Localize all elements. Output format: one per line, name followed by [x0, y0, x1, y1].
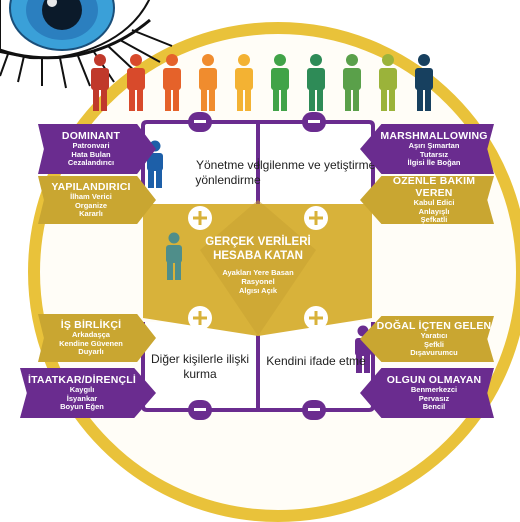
person-icon [343, 54, 361, 111]
quadrant-top-left-label: Yönetme ve yönlendirme [195, 158, 261, 187]
tag-dominant: DOMINANT Patronvari Hata Bulan Cezalandı… [38, 124, 156, 174]
tag-marshmallowing-line-3: İlgisi İle Boğan [407, 158, 461, 168]
center-diamond [200, 200, 316, 336]
tag-dominant-line-2: Hata Bulan [71, 149, 111, 159]
person-teal-icon [166, 232, 182, 280]
tag-is-birligi-line-3: Duyarlı [78, 347, 104, 357]
tag-yapilandirici-title: YAPILANDIRICI [51, 181, 131, 194]
quadrant-bottom-right-label: Kendini ifade etme [266, 354, 366, 368]
tag-ozenle-line-1: Kabul Edici [413, 198, 455, 208]
person-icon [91, 54, 109, 111]
tag-is-birligi-line-2: Kendine Güvenen [59, 338, 123, 348]
tag-marshmallowing-line-2: Tutarsız [419, 149, 449, 159]
tag-olgun-title: OLGUN OLMAYAN [386, 374, 482, 387]
quadrant-bottom-left-label: Diğer kişilerle ilişki kurma [150, 352, 249, 381]
center-title-line-2: HESABA KATAN [213, 249, 303, 262]
tag-marshmallowing: MARSHMALLOWING Aşırı Şımartan Tutarsız İ… [360, 124, 494, 174]
plus-icon [304, 206, 328, 230]
tag-marshmallowing-title: MARSHMALLOWING [380, 130, 488, 143]
panel-top-right [258, 122, 373, 206]
tag-itaatkar-line-1: Kaygılı [69, 385, 95, 395]
tag-ozenle-line-2: Anlayışlı [418, 206, 450, 216]
tag-ozenle-line-3: Şefkatli [420, 215, 448, 225]
tag-dogal-title: DOĞAL İÇTEN GELEN [376, 320, 492, 333]
tag-marshmallowing-line-1: Aşırı Şımartan [408, 141, 460, 151]
tag-itaatkar-line-2: İsyankar [66, 393, 98, 403]
tag-olgun-line-2: Pervasız [418, 393, 450, 403]
person-icon [163, 54, 181, 111]
tag-yapilandirici-line-1: İlham Verici [70, 192, 112, 202]
person-icon [235, 54, 253, 111]
minus-icon [302, 400, 326, 420]
center-label: GERÇEK VERİLERİ HESABA KATAN Ayakları Ye… [183, 236, 333, 296]
center-line-1: Ayakları Yere Basan [222, 267, 294, 277]
center-title-line-1: GERÇEK VERİLERİ [205, 236, 311, 248]
eye-icon [0, 0, 173, 89]
plus-icon [188, 206, 212, 230]
tag-dominant-line-1: Patronvari [72, 141, 110, 151]
tag-itaatkar-title: İTAATKAR/DİRENÇLİ [27, 374, 136, 387]
center-line-2: Rasyonel [241, 276, 275, 286]
tag-dominant-line-3: Cezalandırıcı [67, 158, 115, 168]
person-icon [127, 54, 145, 111]
tag-is-birligi-line-1: Arkadaşça [72, 330, 110, 340]
tag-yapilandirici-line-2: Organize [74, 200, 108, 210]
tag-ozenle-bakim-veren: ÖZENLE BAKIM VEREN Kabul Edici Anlayışlı… [360, 176, 494, 224]
tag-olgun-line-3: Bencil [422, 402, 446, 412]
quadrant-top-right-label: İlgilenme ve yetiştirme [256, 158, 376, 172]
minus-icon [302, 112, 326, 132]
person-icon [415, 54, 433, 111]
tag-dominant-title: DOMINANT [61, 130, 121, 143]
tag-olgun-line-1: Benmerkezci [410, 385, 458, 395]
person-blue-icon [147, 140, 163, 188]
tag-olgun-olmayan: OLGUN OLMAYAN Benmerkezci Pervasız Benci… [360, 368, 494, 418]
plus-icon [304, 306, 328, 330]
tag-yapilandirici: YAPILANDIRICI İlham Verici Organize Kara… [38, 176, 156, 224]
panel-bottom-left [143, 322, 258, 410]
minus-icon [188, 400, 212, 420]
tag-itaatkar: İTAATKAR/DİRENÇLİ Kaygılı İsyankar Boyun… [20, 368, 156, 418]
person-icon [199, 54, 217, 111]
plus-icon [188, 306, 212, 330]
tag-dogal-line-1: Yaratıcı [420, 331, 448, 341]
panel-bottom-right [258, 322, 373, 410]
tag-ozenle-title: ÖZENLE BAKIM VEREN [392, 175, 476, 200]
person-icon [307, 54, 325, 111]
person-icon [379, 54, 397, 111]
tag-is-birligi: İŞ BİRLİKÇİ Arkadaşça Kendine Güvenen Du… [38, 314, 156, 362]
tag-dogal-line-3: Dışavurumcu [410, 348, 458, 358]
tag-dogal-line-2: Şefkli [423, 339, 444, 349]
tag-itaatkar-line-3: Boyun Eğen [60, 402, 104, 412]
people-row [91, 54, 433, 111]
minus-icon [188, 112, 212, 132]
tag-yapilandirici-line-3: Kararlı [79, 209, 103, 219]
tag-dogal-icten-gelen: DOĞAL İÇTEN GELEN Yaratıcı Şefkli Dışavu… [360, 316, 494, 362]
tag-is-birligi-title: İŞ BİRLİKÇİ [60, 319, 122, 332]
person-icon [271, 54, 289, 111]
center-line-3: Algısı Açık [238, 286, 278, 296]
